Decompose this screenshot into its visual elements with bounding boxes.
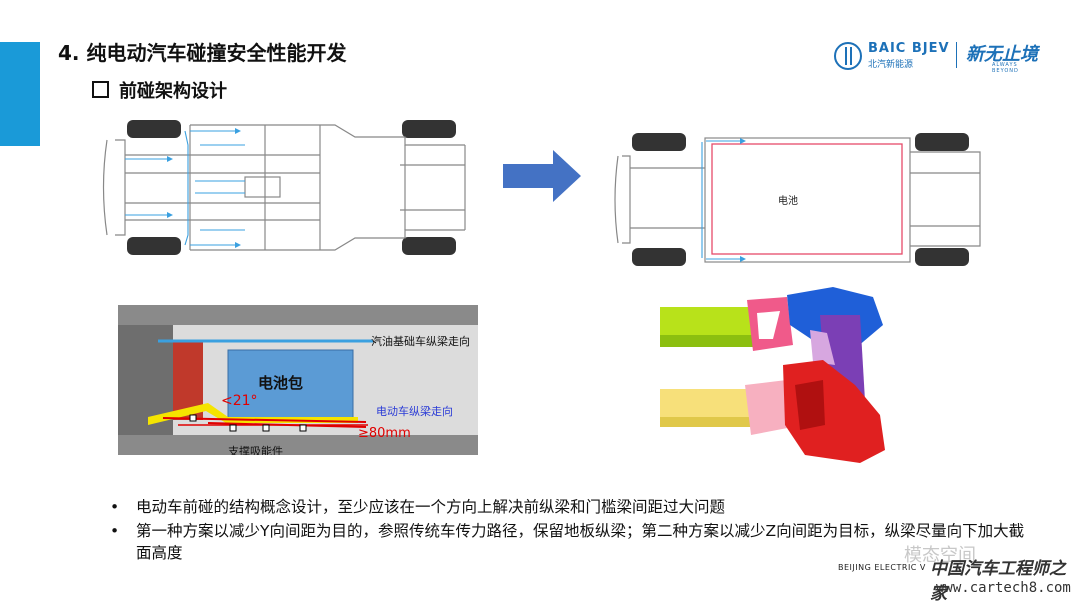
battery-label: 电池 (778, 194, 798, 207)
bullet-text: 第一种方案以减少Y向间距为目的，参照传统车传力路径，保留地板纵梁；第二种方案以减… (136, 522, 1025, 562)
angle-label: <21° (221, 393, 258, 409)
watermark-url: www.cartech8.com (936, 580, 1071, 596)
bullet-item: • 第一种方案以减少Y向间距为目的，参照传统车传力路径，保留地板纵梁；第二种方案以… (110, 520, 1030, 564)
chassis-diagram-ev: 电池 (614, 133, 981, 266)
logo-separator (956, 42, 957, 68)
support-label: 支撑吸能件 (228, 444, 283, 455)
transition-arrow-icon (503, 150, 581, 202)
checkbox-square-icon (92, 81, 109, 98)
logo-slogan: 新无止境 (966, 44, 1038, 65)
brand-logo: BAIC BJEV 北汽新能源 新无止境 ALWAYS BEYOND (834, 40, 1044, 74)
ev-rail-label: 电动车纵梁走向 (376, 405, 453, 418)
subtitle-text: 前碰架构设计 (119, 81, 227, 102)
logo-brand-cn: 北汽新能源 (868, 60, 914, 70)
bullet-item: • 电动车前碰的结构概念设计，至少应该在一个方向上解决前纵梁和门槛梁间距过大问题 (110, 496, 1030, 518)
chassis-diagram-conventional (102, 120, 466, 255)
battery-pack-label: 电池包 (258, 374, 303, 392)
bullet-text: 电动车前碰的结构概念设计，至少应该在一个方向上解决前纵梁和门槛梁间距过大问题 (136, 498, 726, 516)
logo-slogan-en: ALWAYS BEYOND (992, 62, 1019, 74)
logo-emblem-icon (834, 42, 862, 70)
bullet-list: •电动车前碰的结构概念设计，至少应该在一个方向上解决前纵梁和门槛梁间距过大问题 … (110, 496, 1030, 566)
front-structure-3d-diagram (660, 287, 885, 463)
bullet-dot-icon: • (110, 522, 120, 540)
watermark-cn: 中国汽车工程师之家 (930, 559, 1066, 604)
watermark-modal-space: 模态空间 (904, 545, 976, 566)
distance-label: ≥80mm (358, 426, 411, 441)
page-title: 4. 纯电动汽车碰撞安全性能开发 (58, 41, 347, 65)
bullet-dot-icon: • (110, 498, 120, 516)
gas-rail-label: 汽油基础车纵梁走向 (371, 335, 470, 348)
accent-bar (0, 42, 40, 146)
footer-company: BEIJING ELECTRIC V (838, 563, 926, 572)
section-subtitle: 前碰架构设计 (92, 77, 227, 103)
logo-brand-en: BAIC BJEV (868, 41, 950, 56)
underbody-photo-diagram: 电池包 <21° ≥80mm 支撑吸能件 (118, 305, 478, 455)
